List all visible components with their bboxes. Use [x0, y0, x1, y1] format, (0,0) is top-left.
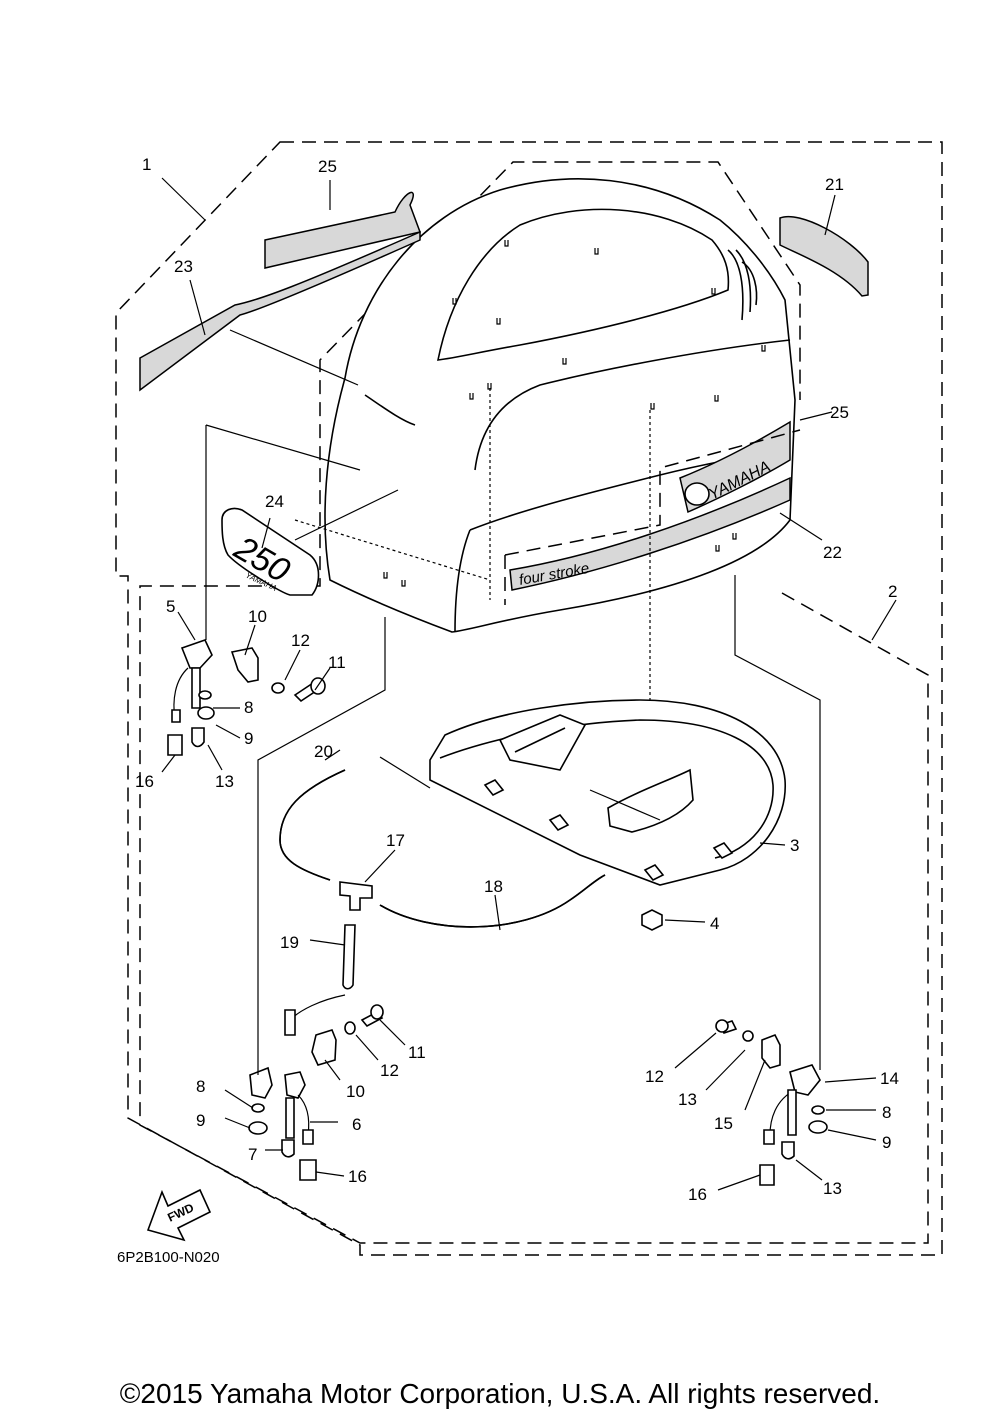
callout-22: 22	[823, 543, 842, 562]
left-lower-hardware	[248, 1004, 384, 1181]
callout-1: 1	[142, 155, 151, 174]
assembly-2-boundary	[139, 161, 929, 1244]
top-cowling: YAMAHA four stroke	[324, 178, 801, 633]
callout-25a: 25	[318, 157, 337, 176]
diagram-code: 6P2B100-N020	[117, 1249, 220, 1266]
decal-24: 250 YAMAHA	[221, 507, 320, 596]
callout-13a: 13	[215, 772, 234, 791]
callout-9c: 9	[882, 1133, 891, 1152]
callout-16c: 16	[688, 1185, 707, 1204]
copyright-notice: ©2015 Yamaha Motor Corporation, U.S.A. A…	[119, 1378, 881, 1409]
callout-10a: 10	[248, 607, 267, 626]
callout-13b-label: 13	[823, 1179, 842, 1198]
callout-6: 6	[352, 1115, 361, 1134]
decal-25-top	[264, 191, 421, 269]
callout-9a: 9	[244, 729, 253, 748]
callout-25b: 25	[830, 403, 849, 422]
callout-21: 21	[825, 175, 844, 194]
callout-24: 24	[265, 492, 284, 511]
callout-15: 15	[714, 1114, 733, 1133]
hose-assembly	[279, 769, 606, 1036]
callout-10b: 10	[346, 1082, 365, 1101]
callout-4: 4	[710, 914, 719, 933]
callout-11c: 12	[645, 1067, 664, 1086]
callout-16b: 16	[348, 1167, 367, 1186]
bottom-cover	[429, 699, 786, 886]
callout-11b: 11	[408, 1043, 426, 1062]
callout-3: 3	[790, 836, 799, 855]
callout-11a: 11	[328, 653, 346, 672]
callout-12a: 12	[291, 631, 310, 650]
callout-12b: 12	[380, 1061, 399, 1080]
nut-4	[641, 909, 663, 931]
decal-21	[779, 215, 869, 297]
callout-2: 2	[888, 582, 897, 601]
fwd-arrow: FWD	[146, 1188, 212, 1242]
callout-8b: 8	[196, 1077, 205, 1096]
callout-9b: 9	[196, 1111, 205, 1130]
callout-17: 17	[386, 831, 405, 850]
decal-23	[139, 230, 421, 392]
callout-20: 20	[314, 742, 333, 761]
callout-7: 7	[248, 1145, 257, 1164]
right-lower-hardware	[715, 1019, 828, 1186]
left-upper-hardware	[167, 639, 326, 756]
callout-8a: 8	[244, 698, 253, 717]
callout-19: 19	[280, 933, 299, 952]
callout-5: 5	[166, 597, 175, 616]
callout-8c: 8	[882, 1103, 891, 1122]
callout-16a: 16	[135, 772, 154, 791]
callout-23: 23	[174, 257, 193, 276]
leader-lines	[161, 177, 897, 1191]
callout-18: 18	[484, 877, 503, 896]
callout-14: 14	[880, 1069, 899, 1088]
callout-12c: 13	[678, 1090, 697, 1109]
